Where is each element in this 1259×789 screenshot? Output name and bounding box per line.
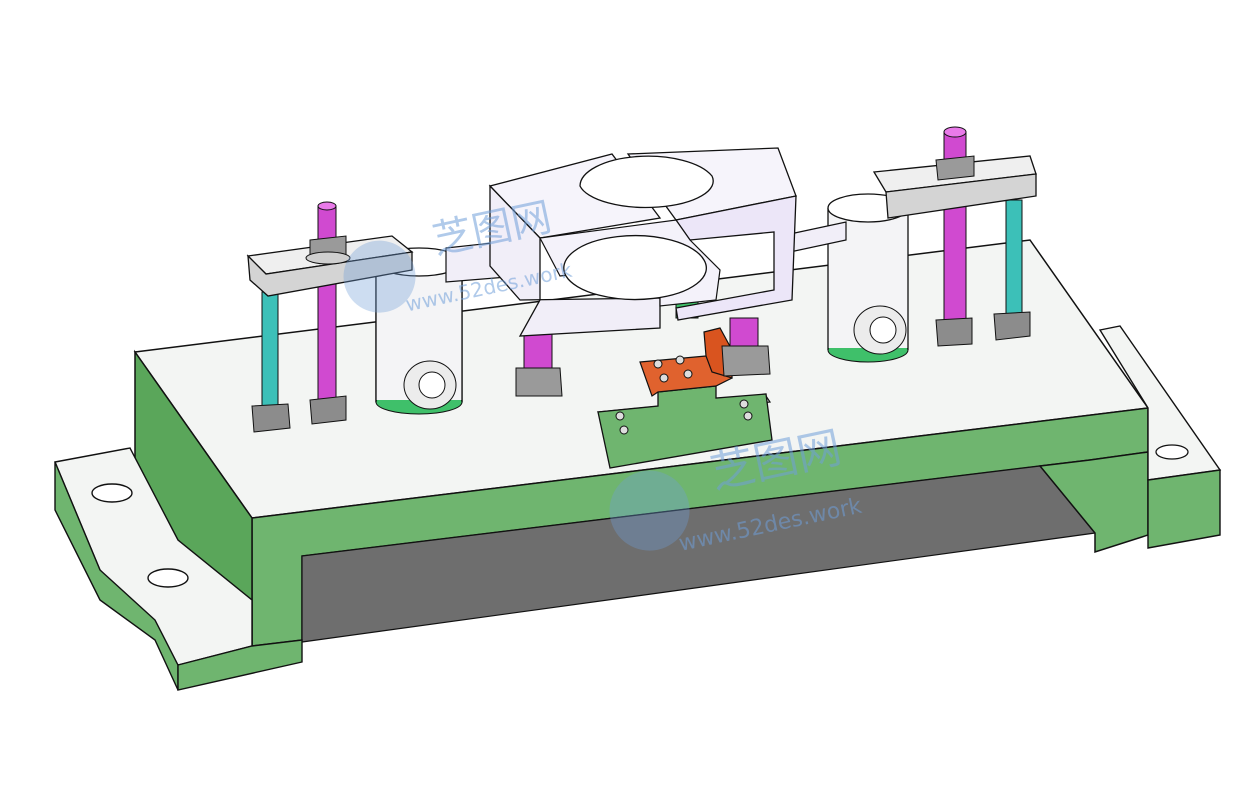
left-rod-cyan [261, 291, 279, 409]
bore-top [579, 155, 714, 209]
right-nut-bottom-2 [993, 311, 1031, 341]
screw-2 [675, 355, 685, 365]
screw-8 [743, 411, 753, 421]
left-cylinder [375, 247, 463, 415]
base-left-foot-side [177, 639, 303, 691]
left-clamp-bar-front [247, 251, 413, 297]
nut-right [721, 345, 771, 377]
nut-left [515, 367, 563, 397]
right-nut-bottom-1 [935, 317, 973, 347]
right-clamp-bar-front [885, 173, 1037, 219]
right-clamp [872, 126, 1037, 347]
screw-6 [619, 425, 629, 435]
screw-4 [683, 369, 693, 379]
watermark-globe-icon [343, 240, 416, 313]
left-nut-bottom-1 [251, 403, 291, 433]
base-right-foot-front [1147, 469, 1221, 549]
workpiece [445, 147, 847, 337]
workpiece-right-front [674, 195, 797, 321]
foot-slot-2 [147, 568, 189, 588]
locator-green-front [597, 385, 773, 469]
left-rod-magenta [317, 205, 337, 407]
right-clamp-nut [935, 155, 975, 181]
watermark-globe-icon-2 [609, 470, 690, 551]
screw-5 [615, 411, 625, 421]
foot-slot-1 [91, 483, 133, 503]
bore-bottom [563, 235, 707, 301]
left-clamp [246, 201, 414, 433]
right-rod-cyan [1005, 199, 1023, 323]
pin-magenta-left [523, 329, 553, 373]
locator-block [596, 327, 773, 469]
left-nut-bottom-2 [309, 395, 347, 425]
screw-1 [653, 359, 663, 369]
screw-3 [659, 373, 669, 383]
screw-7 [739, 399, 749, 409]
foot-slot-3 [1155, 444, 1189, 460]
right-cylinder [827, 193, 909, 363]
workpiece-left-front [489, 184, 661, 337]
